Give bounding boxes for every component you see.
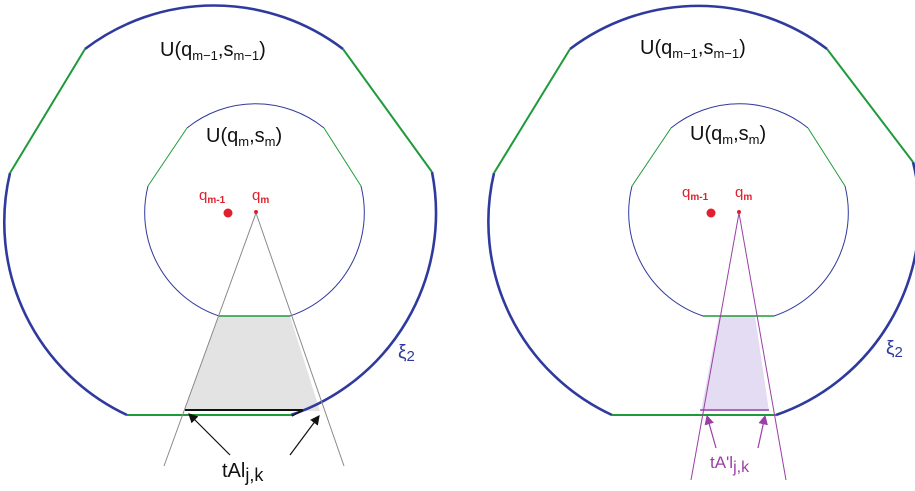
inner-boundary-arc-bottom bbox=[628, 185, 849, 317]
point-q-m bbox=[254, 210, 258, 214]
region-label: tA'lj,k bbox=[710, 453, 750, 476]
cone-line-left bbox=[690, 212, 740, 481]
region-arrow-right bbox=[289, 415, 320, 456]
region-label: tAlj,k bbox=[222, 460, 264, 485]
outer-boundary-chord-upper-left bbox=[9, 48, 86, 174]
point-q-m-label: qm bbox=[735, 184, 752, 203]
inner-boundary-chord-left bbox=[631, 127, 672, 187]
shaded-region bbox=[701, 316, 769, 411]
outer-boundary-chord-upper-right bbox=[826, 48, 914, 163]
outer-boundary-arc-top bbox=[84, 4, 344, 51]
inner-set-label: U(qm,sm) bbox=[690, 123, 766, 147]
cone-line-right bbox=[255, 212, 345, 467]
outer-boundary-arc-top bbox=[569, 4, 828, 51]
cone-line-right bbox=[738, 212, 787, 481]
inner-boundary-chord-right bbox=[323, 127, 362, 187]
outer-boundary-chord-upper-right bbox=[342, 48, 433, 173]
point-q-m-label: qm bbox=[252, 187, 269, 206]
left-panel: U(qm−1,sm−1) U(qm,sm) qm-1 qm ξ2 tAlj,k bbox=[2, 4, 438, 485]
xi-label: ξ2 bbox=[886, 338, 903, 361]
point-q-m-minus-1 bbox=[706, 208, 716, 218]
point-q-m-minus-1 bbox=[223, 208, 233, 218]
inner-boundary-chord-left bbox=[147, 127, 188, 187]
inner-boundary-chord-right bbox=[807, 127, 846, 187]
region-arrow-left bbox=[188, 413, 231, 456]
point-q-m-minus-1-label: qm-1 bbox=[199, 187, 226, 206]
point-q-m-minus-1-label: qm-1 bbox=[682, 184, 709, 203]
outer-boundary-arc-left bbox=[2, 172, 128, 417]
outer-set-label: U(qm−1,sm−1) bbox=[640, 37, 746, 61]
region-arrow-left bbox=[704, 414, 717, 449]
cone-line-left bbox=[163, 212, 257, 467]
inner-set-label: U(qm,sm) bbox=[206, 125, 282, 149]
region-arrow-right bbox=[757, 414, 768, 449]
inner-boundary-arc-top bbox=[186, 103, 325, 129]
inner-boundary-arc-bottom bbox=[144, 185, 365, 317]
outer-boundary-arc-right bbox=[775, 161, 915, 417]
outer-boundary-chord-upper-left bbox=[493, 48, 571, 174]
outer-boundary-arc-right bbox=[290, 171, 438, 417]
inner-boundary-arc-top bbox=[670, 103, 809, 129]
right-panel: U(qm−1,sm−1) U(qm,sm) qm-1 qm ξ2 tA'lj,k bbox=[487, 4, 915, 481]
point-q-m bbox=[737, 210, 741, 214]
region-bottom-edge-tip bbox=[291, 409, 304, 417]
outer-set-label: U(qm−1,sm−1) bbox=[160, 39, 266, 63]
outer-boundary-arc-left bbox=[487, 172, 613, 417]
xi-label: ξ2 bbox=[398, 342, 415, 365]
shaded-region bbox=[184, 316, 320, 411]
